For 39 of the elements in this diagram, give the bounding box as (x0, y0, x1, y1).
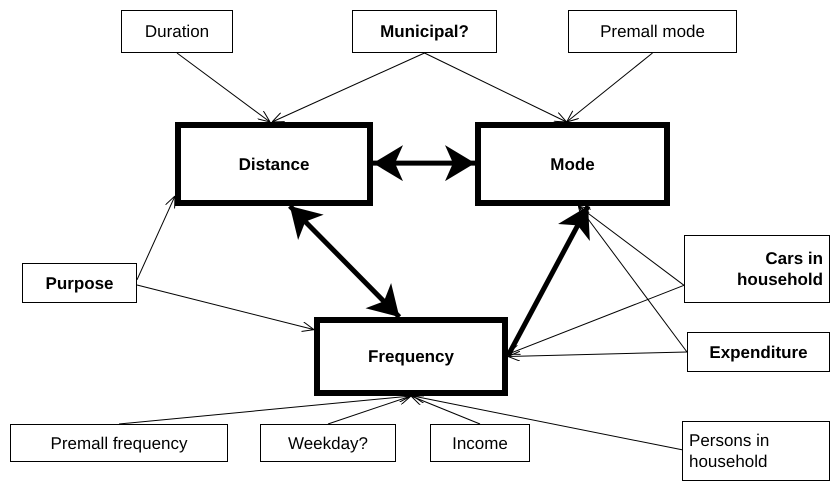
arrow (136, 284, 314, 332)
node-label: Municipal? (380, 21, 469, 42)
node-label: Income (452, 432, 508, 454)
arrow (176, 52, 271, 122)
factor-box (430, 424, 530, 462)
factor-box (352, 10, 497, 53)
node-label: Distance (238, 154, 310, 174)
node-label: Mode (550, 154, 595, 174)
factor-box (568, 10, 737, 53)
arrow (578, 206, 684, 286)
factor-box (687, 332, 830, 372)
arrow (136, 195, 176, 280)
node-label: Weekday? (288, 432, 368, 454)
outcome-box (314, 317, 508, 396)
factor-box (682, 421, 830, 481)
arrow (288, 204, 402, 319)
node-label: Persons in household (689, 430, 770, 472)
arrow (566, 52, 653, 122)
arrow (373, 145, 475, 182)
node-label: Frequency (368, 346, 454, 367)
outcome-box (475, 122, 670, 206)
arrow (578, 206, 688, 352)
arrow (508, 350, 688, 362)
node-label: Duration (144, 21, 210, 42)
node-label: Purpose (45, 272, 114, 294)
arrow (424, 52, 568, 122)
factor-box (260, 424, 396, 462)
node-label: Premall mode (600, 21, 705, 42)
factor-box (22, 263, 137, 303)
arrow (272, 52, 425, 122)
factor-box (10, 424, 228, 462)
node-label: Cars in household (736, 248, 823, 290)
outcome-box (175, 122, 373, 206)
arrow (328, 394, 412, 424)
node-label: Expenditure (709, 342, 808, 362)
node-label: Premall frequency (50, 432, 188, 454)
factor-box (684, 235, 830, 303)
arrow (410, 395, 480, 424)
factor-box (121, 10, 233, 53)
